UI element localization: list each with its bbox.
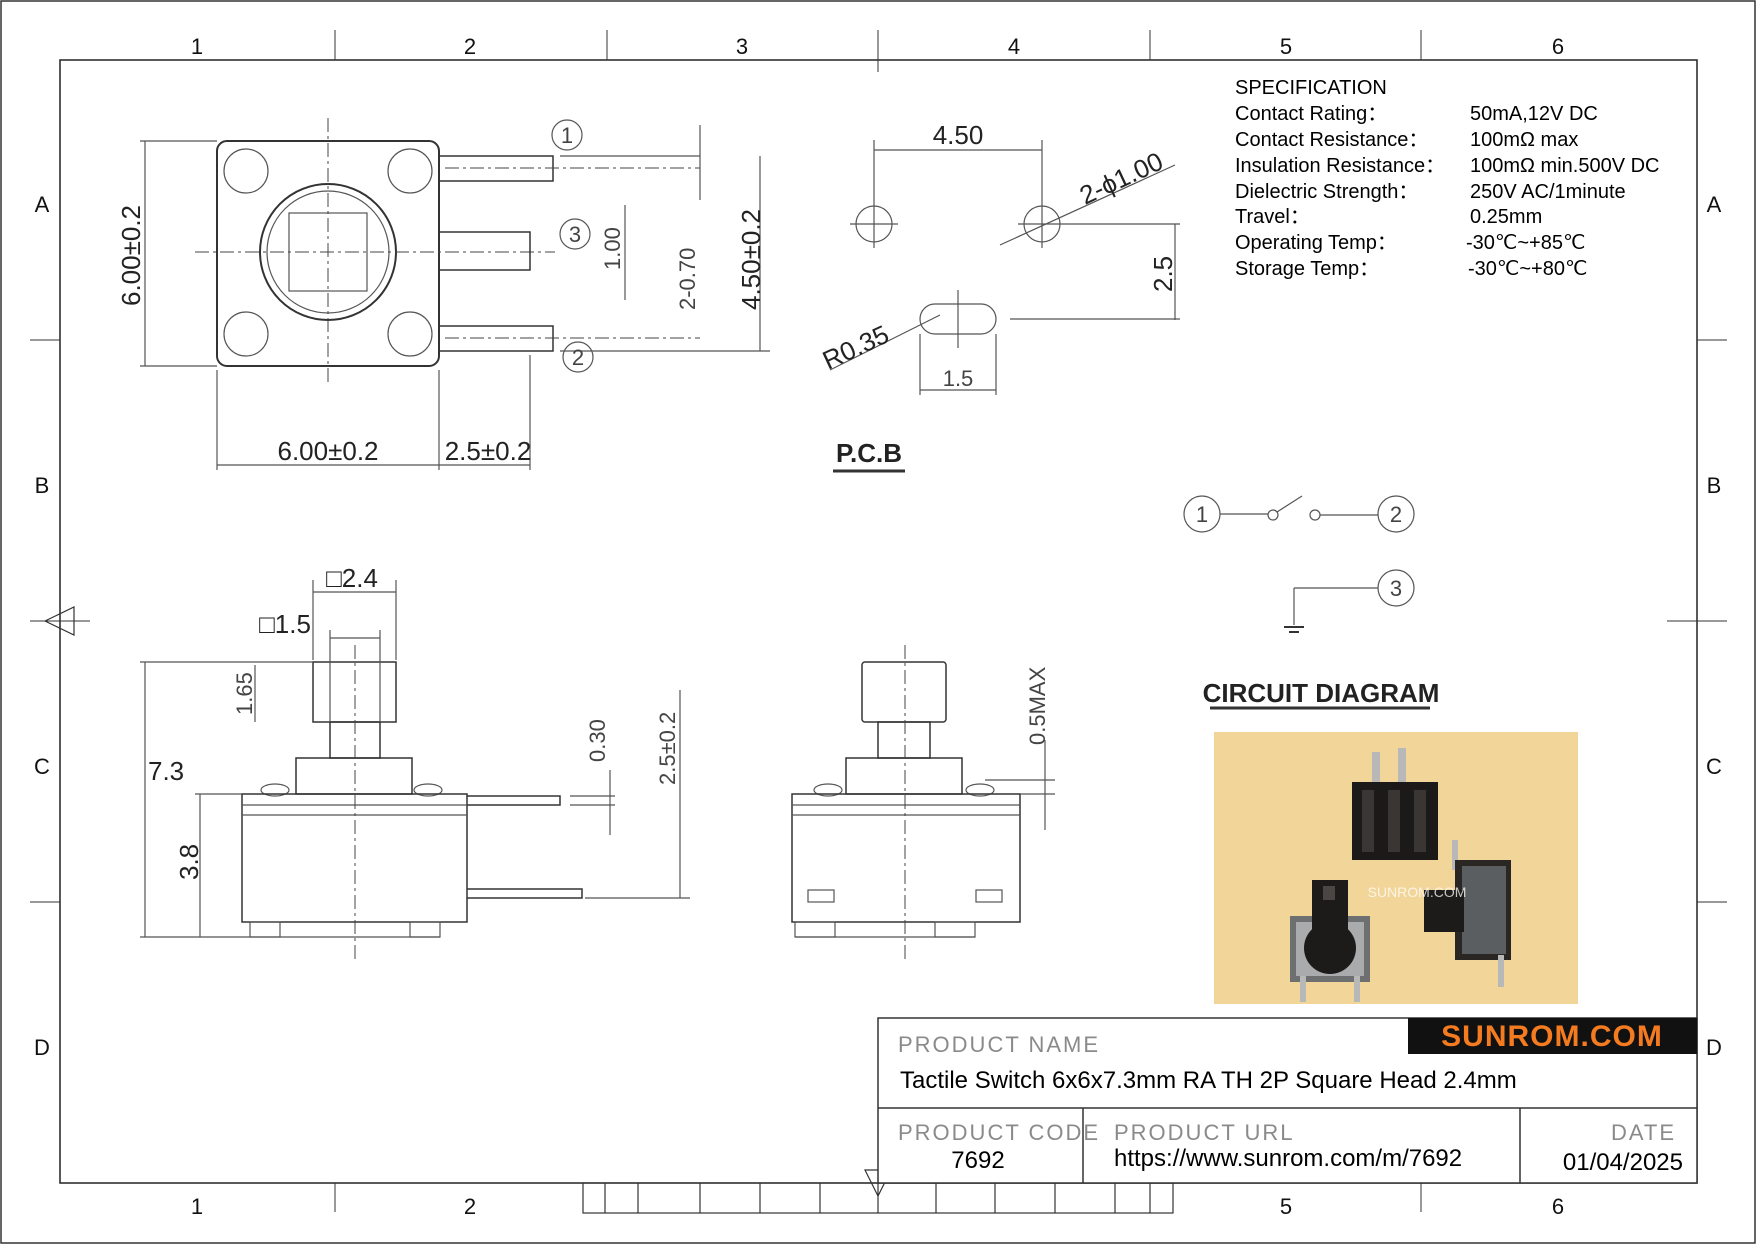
spec-label: Insulation Resistance： bbox=[1235, 155, 1445, 177]
front-view-gap-dim: 0.5MAX bbox=[1025, 666, 1050, 745]
spec-label: Storage Temp： bbox=[1235, 258, 1379, 280]
side-view-pin-height-dim: 2.5±0.2 bbox=[655, 712, 680, 785]
product-photo bbox=[1214, 732, 1578, 1004]
pcb-footprint-drawing bbox=[829, 140, 1180, 473]
front-view-drawing bbox=[791, 645, 1055, 960]
side-view-pin-thickness-dim: 0.30 bbox=[585, 719, 610, 762]
pcb-spacing-dim: 4.50 bbox=[933, 120, 984, 150]
photo-watermark: SUNROM.COM bbox=[1368, 884, 1467, 900]
spec-label: Contact Resistance： bbox=[1235, 129, 1428, 151]
top-view-pin-width-dim: 2-0.70 bbox=[675, 248, 700, 310]
pcb-hole-dim: 2-ϕ1.00 bbox=[1075, 146, 1168, 211]
pcb-slot-width-dim: 1.5 bbox=[943, 366, 974, 391]
top-view-pin-offset-dim: 2.5±0.2 bbox=[445, 436, 532, 466]
row-label: D bbox=[34, 1035, 50, 1060]
row-labels-left: A B C D bbox=[34, 192, 50, 1060]
pcb-label: P.C.B bbox=[836, 438, 902, 468]
spec-label: Contact Rating： bbox=[1235, 103, 1387, 125]
top-view-pin-3-label: 3 bbox=[569, 222, 581, 247]
column-labels-bottom: 1 2 5 6 bbox=[191, 1194, 1564, 1219]
top-view-pin-2-label: 2 bbox=[572, 345, 584, 370]
spec-value: 100mΩ min.500V DC bbox=[1470, 155, 1659, 177]
product-name-label: PRODUCT NAME bbox=[898, 1032, 1100, 1057]
product-code-label: PRODUCT CODE bbox=[898, 1120, 1100, 1145]
product-name: Tactile Switch 6x6x7.3mm RA TH 2P Square… bbox=[900, 1067, 1517, 1094]
row-label: D bbox=[1706, 1035, 1722, 1060]
top-view-pin-center-dim: 1.00 bbox=[600, 227, 625, 270]
col-label: 4 bbox=[1008, 34, 1020, 59]
top-view-height-dim: 6.00±0.2 bbox=[116, 205, 146, 306]
row-label: C bbox=[1706, 754, 1722, 779]
product-url-label: PRODUCT URL bbox=[1114, 1120, 1295, 1145]
col-label: 5 bbox=[1280, 1194, 1292, 1219]
spec-value: -30℃~+80℃ bbox=[1468, 258, 1587, 280]
pcb-slot-radius-dim: R0.35 bbox=[818, 319, 894, 376]
circuit-pin-3-label: 3 bbox=[1390, 576, 1402, 601]
specification-heading: SPECIFICATION bbox=[1235, 77, 1387, 99]
col-label: 1 bbox=[191, 1194, 203, 1219]
row-label: C bbox=[34, 754, 50, 779]
product-url[interactable]: https://www.sunrom.com/m/7692 bbox=[1114, 1145, 1462, 1172]
circuit-pin-2-label: 2 bbox=[1390, 502, 1402, 527]
spec-label: Travel： bbox=[1235, 206, 1310, 228]
col-label: 5 bbox=[1280, 34, 1292, 59]
col-label: 6 bbox=[1552, 1194, 1564, 1219]
col-label: 2 bbox=[464, 34, 476, 59]
top-view-pin-1-label: 1 bbox=[561, 123, 573, 148]
specification-table: Contact Rating： 50mA,12V DC Contact Resi… bbox=[1235, 103, 1659, 280]
spec-value: 50mA,12V DC bbox=[1470, 103, 1598, 125]
date-value: 01/04/2025 bbox=[1563, 1149, 1683, 1176]
side-view-drawing bbox=[140, 580, 690, 960]
spec-value: 250V AC/1minute bbox=[1470, 181, 1626, 203]
side-view-body-dim: 3.8 bbox=[174, 844, 204, 880]
col-label: 2 bbox=[464, 1194, 476, 1219]
side-view-cap-height-dim: 1.65 bbox=[232, 672, 257, 715]
col-label: 1 bbox=[191, 34, 203, 59]
circuit-diagram bbox=[1183, 495, 1430, 710]
pcb-offset-dim: 2.5 bbox=[1148, 256, 1178, 292]
date-label: DATE bbox=[1611, 1120, 1676, 1145]
circuit-diagram-heading: CIRCUIT DIAGRAM bbox=[1203, 678, 1440, 708]
brand-logo: SUNROM.COM bbox=[1441, 1020, 1663, 1053]
circuit-pin-1-label: 1 bbox=[1196, 502, 1208, 527]
row-label: B bbox=[1707, 473, 1722, 498]
title-block bbox=[877, 1017, 1698, 1184]
side-view-stem-dim: □1.5 bbox=[259, 609, 311, 639]
col-label: 3 bbox=[736, 34, 748, 59]
top-view-pin-span-dim: 4.50±0.2 bbox=[736, 209, 766, 310]
top-view-width-dim: 6.00±0.2 bbox=[277, 436, 378, 466]
row-label: A bbox=[1707, 192, 1722, 217]
column-labels-top: 1 2 3 4 5 6 bbox=[191, 34, 1564, 59]
side-view-cap-dim: □2.4 bbox=[326, 563, 378, 593]
top-view-drawing bbox=[140, 118, 770, 470]
spec-value: 100mΩ max bbox=[1470, 129, 1578, 151]
spec-value: -30℃~+85℃ bbox=[1466, 232, 1585, 254]
col-label: 6 bbox=[1552, 34, 1564, 59]
spec-label: Dielectric Strength： bbox=[1235, 181, 1418, 203]
row-label: B bbox=[35, 473, 50, 498]
spec-label: Operating Temp： bbox=[1235, 232, 1397, 254]
side-view-total-dim: 7.3 bbox=[148, 756, 184, 786]
row-labels-right: A B C D bbox=[1706, 192, 1722, 1060]
product-code: 7692 bbox=[951, 1147, 1004, 1174]
spec-value: 0.25mm bbox=[1470, 206, 1542, 228]
row-label: A bbox=[35, 192, 50, 217]
